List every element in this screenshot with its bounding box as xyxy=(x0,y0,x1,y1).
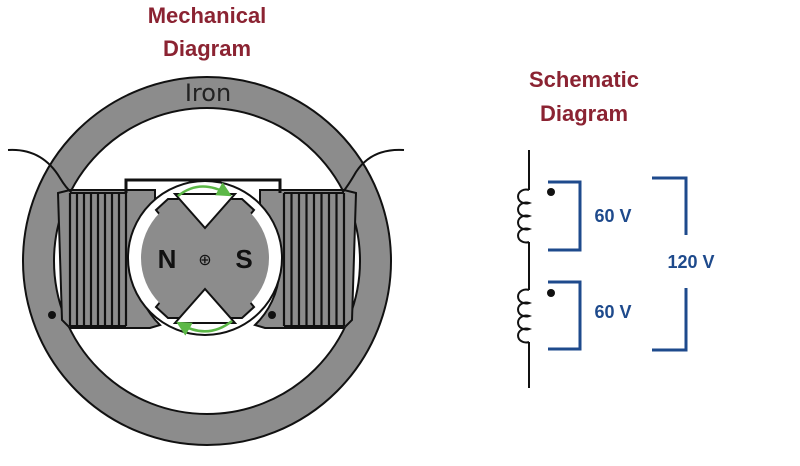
total-voltage-bracket-top xyxy=(652,176,688,235)
top-winding-voltage: 60 V xyxy=(594,206,631,226)
bottom-winding-voltage: 60 V xyxy=(594,302,631,322)
top-coil-icon xyxy=(517,188,533,244)
rotor-notch-bottom xyxy=(172,287,238,324)
right-polarity-dot-icon xyxy=(268,311,276,319)
bottom-polarity-dot-icon xyxy=(547,289,555,297)
schematic-title-line2: Diagram xyxy=(540,101,628,126)
mechanical-diagram: Mechanical Diagram Iron N S ⊕ xyxy=(7,3,405,446)
left-lead-wire xyxy=(7,148,73,194)
bottom-coil-icon xyxy=(517,288,533,344)
right-winding-coil xyxy=(282,192,346,327)
rotor-body xyxy=(141,194,269,322)
left-polarity-dot-icon xyxy=(48,311,56,319)
total-voltage: 120 V xyxy=(667,252,714,272)
top-bracket xyxy=(124,178,282,193)
shaft-icon: ⊕ xyxy=(198,250,211,269)
north-pole-label: N xyxy=(158,244,177,274)
iron-label: Iron xyxy=(185,79,231,107)
south-pole-label: S xyxy=(235,244,252,274)
rotor-notch-top xyxy=(172,193,238,230)
bottom-voltage-bracket xyxy=(548,280,582,351)
schematic-diagram: Schematic Diagram 60 V 60 V 120 V xyxy=(517,67,715,388)
schematic-title-line1: Schematic xyxy=(529,67,639,92)
total-voltage-bracket-bottom xyxy=(652,288,688,352)
left-winding-coil xyxy=(68,192,128,327)
rotation-arrow-bottom-icon xyxy=(176,320,233,336)
right-lead-wire xyxy=(341,148,405,194)
rotation-arrow-top-icon xyxy=(177,182,232,197)
mechanical-title-line2: Diagram xyxy=(163,36,251,61)
top-polarity-dot-icon xyxy=(547,188,555,196)
top-voltage-bracket xyxy=(548,180,582,252)
mechanical-title-line1: Mechanical xyxy=(148,3,267,28)
